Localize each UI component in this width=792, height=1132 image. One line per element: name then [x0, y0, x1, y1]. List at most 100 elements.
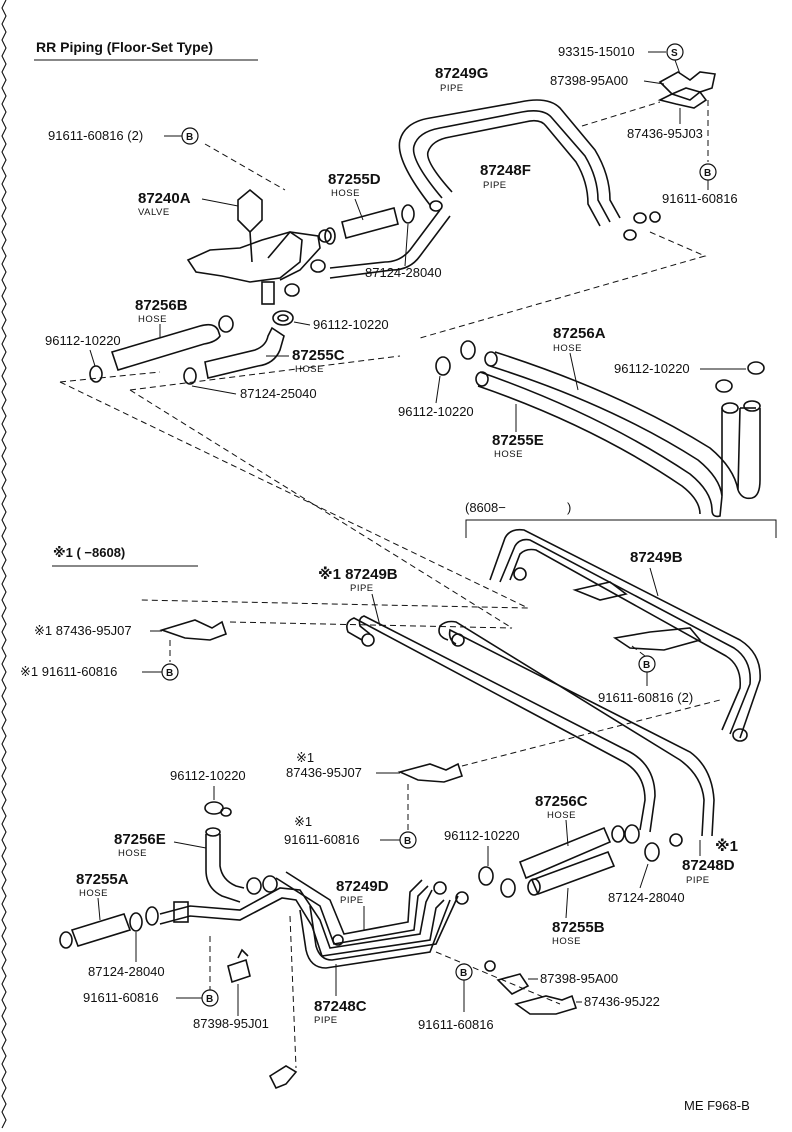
sub-87255A: HOSE [79, 888, 108, 899]
section-late-bracket [465, 519, 777, 538]
hose-87255E-upper [477, 371, 723, 518]
label-87256A: 87256A [553, 325, 606, 342]
badge-B-91611-low-m: B [455, 963, 473, 981]
diagram-title: RR Piping (Floor-Set Type) [36, 39, 213, 55]
label-87398-95J01: 87398-95J01 [193, 1016, 269, 1031]
mark-91611-60816-x2: ※1 [294, 814, 312, 829]
label-91611-60816-2b: 91611-60816 (2) [598, 690, 693, 705]
sub-87255B: HOSE [552, 936, 581, 947]
svg-text:B: B [186, 132, 193, 143]
clamp-96112-e [204, 801, 232, 817]
svg-text:B: B [206, 994, 213, 1005]
label-91611-60816-x2: 91611-60816 [284, 832, 360, 847]
badge-B-91611-low-l: B [201, 989, 219, 1007]
hose-87256E-lower [205, 827, 245, 903]
label-93315-15010: 93315-15010 [558, 44, 635, 59]
section-early: ※1 ( −8608) [53, 545, 125, 560]
bracket-87436-95J22 [514, 994, 578, 1015]
label-87398-95A00-low: 87398-95A00 [540, 971, 618, 986]
binding-edge [1, 0, 7, 1129]
label-87249D: 87249D [336, 878, 389, 895]
label-87255C: 87255C [292, 347, 345, 364]
svg-text:B: B [404, 836, 411, 847]
label-87249B-late: 87249B [630, 549, 683, 566]
label-87398-95A00: 87398-95A00 [550, 73, 628, 88]
clamp-96112-b [272, 310, 294, 326]
label-96112-10220-e: 96112-10220 [170, 768, 246, 783]
label-87256C: 87256C [535, 793, 588, 810]
bracket-late-a [572, 581, 628, 601]
sub-87249B-early: PIPE [350, 583, 374, 594]
label-87255A: 87255A [76, 871, 129, 888]
hose-87255A [59, 913, 132, 949]
pipe-87248F [329, 209, 451, 279]
label-96112-10220-a: 96112-10220 [45, 333, 121, 348]
bracket-87398-95A00 [657, 71, 716, 109]
svg-text:S: S [671, 48, 678, 59]
hose-87255D [324, 204, 415, 245]
sub-87240A: VALVE [138, 207, 170, 218]
pipe-87249G [398, 99, 621, 227]
label-87240A: 87240A [138, 190, 191, 207]
badge-B-91611-2b: B [638, 655, 656, 673]
clip-lower [268, 1065, 298, 1090]
badge-B-91611-x1: B [161, 663, 179, 681]
bracket-87436-95J07-b [397, 762, 464, 783]
label-87255E-upper: 87255E [492, 432, 544, 449]
hose-87255B [527, 850, 616, 896]
bracket-late-b [612, 627, 702, 651]
label-87124-28040-low-r: 87124-28040 [608, 890, 685, 905]
label-87248F: 87248F [480, 162, 531, 179]
sub-87255E-upper: HOSE [494, 449, 523, 460]
pipe-87248C [299, 895, 459, 969]
footer-code: ME F968-B [684, 1098, 750, 1113]
sub-87256C: HOSE [547, 810, 576, 821]
pipe-87249D [159, 871, 445, 957]
section-late-open: (8608− [465, 500, 506, 515]
clamps-lower-left [129, 875, 278, 932]
label-87255D: 87255D [328, 171, 381, 188]
clamps-lower-mid [478, 824, 660, 898]
bracket-87398-95A00-low [496, 973, 530, 995]
svg-text:B: B [643, 660, 650, 671]
badge-B-91611-2: B [181, 127, 199, 145]
label-91611-60816-2: 91611-60816 (2) [48, 128, 143, 143]
hose-87256B [89, 315, 234, 383]
sub-87256A: HOSE [553, 343, 582, 354]
hose-87256A [489, 351, 761, 500]
badge-S-93315: S [666, 43, 684, 61]
valve-87240A [186, 188, 332, 305]
bolt-low [484, 960, 496, 972]
pipe-ends-upper [429, 200, 661, 241]
label-87256B: 87256B [135, 297, 188, 314]
label-87436-95J03: 87436-95J03 [627, 126, 703, 141]
sub-87256E: HOSE [118, 848, 147, 859]
sub-87255C: HOSE [295, 364, 324, 375]
label-96112-10220-b: 96112-10220 [313, 317, 389, 332]
label-96112-10220-f: 96112-10220 [444, 828, 520, 843]
bracket-87249D-clip [173, 901, 189, 923]
mark-87436-95J07-b: ※1 [296, 750, 314, 765]
sub-87255D: HOSE [331, 188, 360, 199]
svg-text:B: B [704, 168, 711, 179]
label-87124-28040-upper: 87124-28040 [365, 265, 442, 280]
label-87436-95J07-b: 87436-95J07 [286, 765, 362, 780]
label-87124-25040: 87124-25040 [240, 386, 317, 401]
sub-87256B: HOSE [138, 314, 167, 325]
sub-87249G: PIPE [440, 83, 464, 94]
mark-87248D: ※1 [715, 837, 738, 855]
label-96112-10220-c: 96112-10220 [614, 361, 690, 376]
label-96112-10220-d: 96112-10220 [398, 404, 474, 419]
badge-B-91611-x2: B [399, 831, 417, 849]
sub-87248C: PIPE [314, 1015, 338, 1026]
section-late-close: ) [567, 500, 571, 515]
label-91611-60816-low-l: 91611-60816 [83, 990, 159, 1005]
label-87248C: 87248C [314, 998, 367, 1015]
sub-87248D: PIPE [686, 875, 710, 886]
label-87436-95J07-a: ※1 87436-95J07 [34, 623, 132, 638]
badge-B-91611-upper: B [699, 163, 717, 181]
hose-87255C [183, 326, 285, 385]
label-91611-60816-upper-right: 91611-60816 [662, 191, 738, 206]
label-87249B-early: ※1 87249B [318, 565, 398, 583]
